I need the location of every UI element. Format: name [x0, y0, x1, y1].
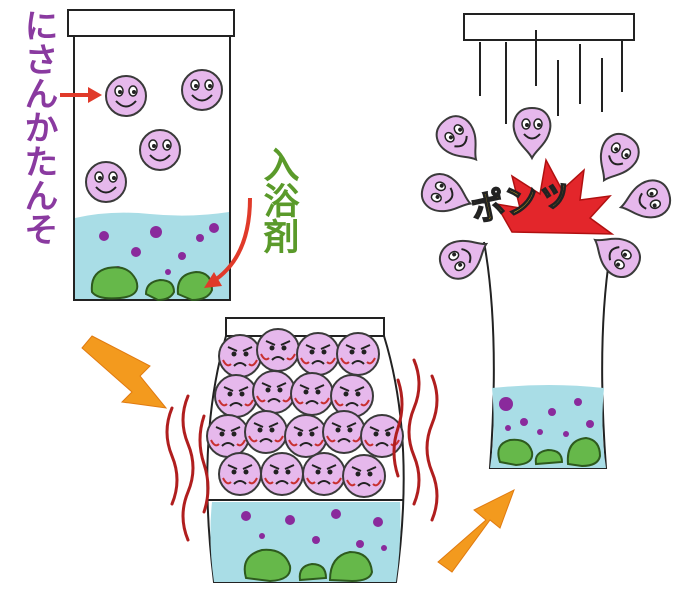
- sealed-container: [207, 318, 404, 582]
- bath-agent-label: 入浴剤: [258, 146, 300, 254]
- angry-face-icon: [285, 415, 327, 457]
- smiling-face-icon: [430, 109, 490, 171]
- angry-face-icon: [261, 453, 303, 495]
- container-lid: [68, 10, 234, 36]
- angry-face-icon: [245, 411, 287, 453]
- angry-face-icon: [257, 329, 299, 371]
- angry-face-icon: [253, 371, 295, 413]
- label-pointer-arrow: [60, 87, 102, 103]
- smiling-face-icon: [514, 108, 551, 158]
- angry-face-icon: [291, 373, 333, 415]
- flying-lid: [464, 14, 634, 40]
- smiling-face-icon: [588, 128, 645, 190]
- smiling-face-icon: [616, 177, 674, 225]
- motion-lines: [480, 30, 622, 124]
- angry-face-icon: [219, 453, 261, 495]
- angry-face-icon: [303, 453, 345, 495]
- angry-face-icon: [343, 455, 385, 497]
- smiling-face-icon: [106, 76, 146, 116]
- smiling-face-icon: [182, 70, 222, 110]
- angry-face-icon: [331, 375, 373, 417]
- process-arrow-icon: [82, 336, 166, 408]
- process-arrow-icon: [438, 490, 514, 572]
- smiling-face-icon: [140, 130, 180, 170]
- open-container: [68, 10, 234, 300]
- angry-face-icon: [337, 333, 379, 375]
- co2-molecules: [86, 70, 222, 202]
- angry-face-icon: [219, 335, 261, 377]
- angry-face-icon: [323, 411, 365, 453]
- angry-face-icon: [215, 375, 257, 417]
- angry-face-icon: [207, 415, 249, 457]
- smiling-face-icon: [86, 162, 126, 202]
- angry-face-icon: [297, 333, 339, 375]
- popped-container: ポンッ: [417, 14, 674, 468]
- co2-label: にさんかたんそ: [18, 8, 58, 246]
